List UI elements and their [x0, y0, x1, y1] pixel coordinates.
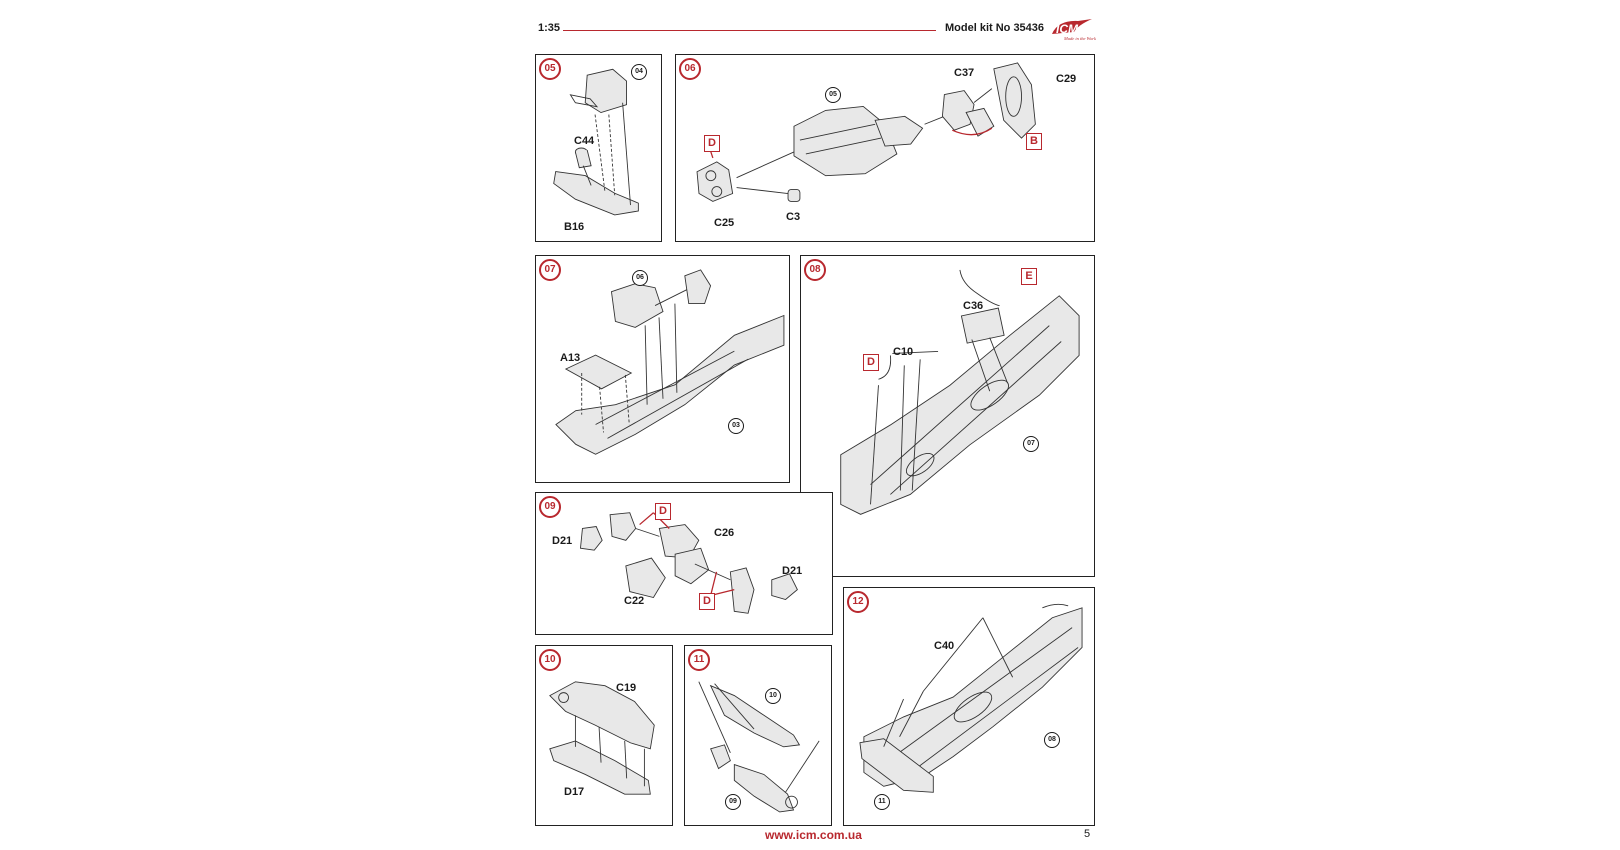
ref-09: 09	[725, 794, 741, 810]
step-10-number: 10	[539, 649, 561, 671]
step-07-drawing	[555, 269, 785, 455]
step-11-drawing	[698, 681, 820, 813]
step-06-panel: 06 05 C37 C29 C25 C3 D B	[675, 54, 1095, 242]
ref-06: 06	[632, 270, 648, 286]
mark-d-09-top: D	[655, 503, 671, 520]
ref-04: 04	[631, 64, 647, 80]
mark-e: E	[1021, 268, 1037, 285]
ref-07: 07	[1023, 436, 1039, 452]
part-c26: C26	[714, 527, 735, 539]
step-12-drawing	[859, 603, 1083, 793]
part-c19: C19	[616, 682, 637, 694]
icm-logo: ICM Made in the World	[1048, 16, 1098, 42]
mark-d: D	[704, 135, 720, 152]
svg-text:Made in the World: Made in the World	[1063, 36, 1096, 41]
mark-b: B	[1026, 133, 1042, 150]
step-11-panel: 11 10 09	[684, 645, 832, 826]
step-09-panel: 09 D D21 C26 D21 C22 D	[535, 492, 833, 635]
step-07-panel: 07 06 A13 03	[535, 255, 790, 483]
part-d21-left: D21	[552, 535, 573, 547]
part-c37: C37	[954, 67, 975, 79]
part-c10: C10	[893, 346, 914, 358]
step-08-number: 08	[804, 259, 826, 281]
step-09-drawing	[579, 512, 798, 614]
step-12-number: 12	[847, 591, 869, 613]
svg-text:ICM: ICM	[1056, 22, 1079, 36]
ref-03: 03	[728, 418, 744, 434]
scale-label: 1:35	[538, 22, 561, 34]
step-11-number: 11	[688, 649, 710, 671]
step-08-panel: 08 E C36 C10 D 07	[800, 255, 1095, 577]
part-c3: C3	[786, 211, 801, 223]
ref-11: 11	[874, 794, 890, 810]
header-rule	[563, 30, 936, 31]
step-06-number: 06	[679, 58, 701, 80]
kit-number: Model kit No 35436	[945, 22, 1045, 34]
part-c44: C44	[574, 135, 595, 147]
step-10-drawing	[549, 681, 655, 795]
part-c22: C22	[624, 595, 645, 607]
part-c25: C25	[714, 217, 735, 229]
part-a13: A13	[560, 352, 581, 364]
part-c29: C29	[1056, 73, 1077, 85]
step-05-number: 05	[539, 58, 561, 80]
part-c36: C36	[963, 300, 984, 312]
step-09-number: 09	[539, 496, 561, 518]
step-12-panel: 12 C40 08 11	[843, 587, 1095, 826]
part-d21-right: D21	[782, 565, 803, 577]
part-d17: D17	[564, 786, 585, 798]
step-06-drawing	[696, 62, 1036, 202]
step-07-number: 07	[539, 259, 561, 281]
part-c40: C40	[934, 640, 955, 652]
ref-05: 05	[825, 87, 841, 103]
step-08-drawing	[840, 269, 1080, 515]
ref-10: 10	[765, 688, 781, 704]
part-b16: B16	[564, 221, 585, 233]
mark-d-08: D	[863, 354, 879, 371]
step-05-panel: 05 04 C44 B16	[535, 54, 662, 242]
step-10-panel: 10 C19 D17	[535, 645, 673, 826]
step-05-drawing	[553, 68, 639, 216]
mark-d-09-bottom: D	[699, 593, 715, 610]
ref-08: 08	[1044, 732, 1060, 748]
website-link[interactable]: www.icm.com.ua	[765, 828, 862, 842]
page-number: 5	[1084, 828, 1091, 840]
